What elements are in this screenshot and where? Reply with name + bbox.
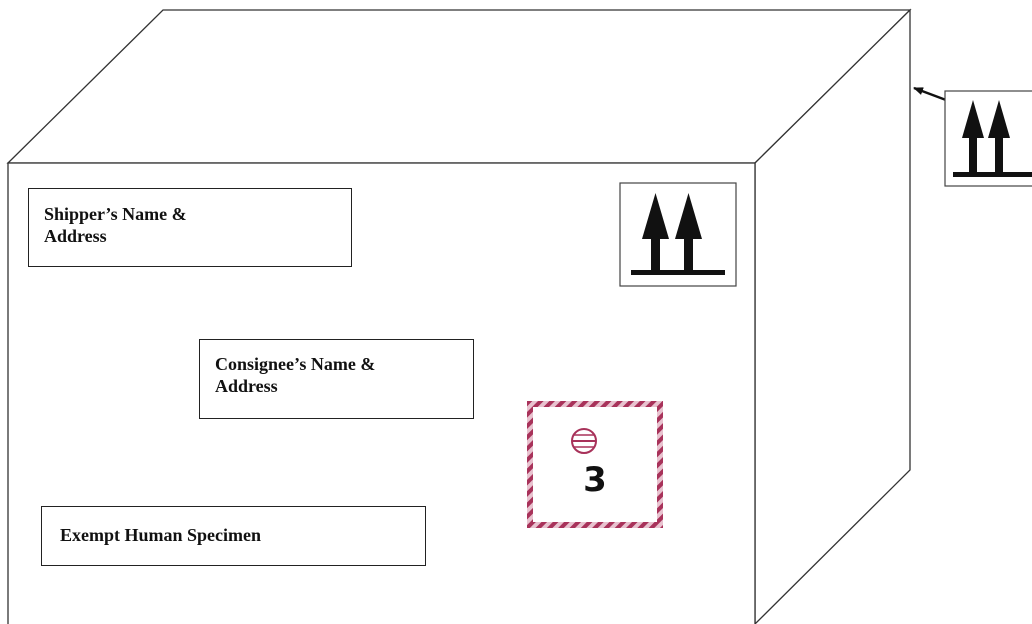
consignee-label-line-1: Consignee’s Name &	[215, 354, 376, 374]
hazard-class-number: 3	[583, 460, 607, 500]
exempt-circle-icon	[571, 428, 597, 454]
exempt-specimen-label: Exempt Human Specimen	[41, 506, 426, 566]
shipper-label-line-2: Address	[44, 226, 107, 246]
box-top-face	[6, 9, 912, 164]
exempt-label-text: Exempt Human Specimen	[60, 525, 262, 545]
consignee-address-label: Consignee’s Name & Address	[199, 339, 474, 419]
shipper-address-label: Shipper’s Name & Address	[28, 188, 352, 267]
consignee-label-line-2: Address	[215, 376, 278, 396]
this-way-up-icon	[944, 90, 1032, 187]
this-way-up-icon	[619, 182, 737, 287]
shipper-label-line-1: Shipper’s Name &	[44, 204, 187, 224]
hazard-mark-border	[527, 401, 663, 528]
